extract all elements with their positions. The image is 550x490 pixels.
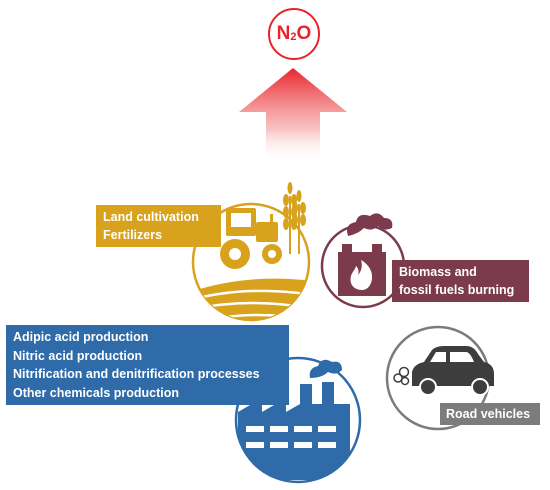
arrow-up-icon (239, 68, 347, 162)
land-line: Fertilizers (103, 228, 163, 242)
n2o-main: N (276, 23, 291, 44)
land-line: Land cultivation (103, 210, 199, 224)
industry-line: Nitric acid production (13, 348, 143, 363)
biomass-circle (320, 213, 406, 309)
road-line: Road vehicles (446, 407, 531, 421)
industry-line: Nitrification and denitrification proces… (13, 367, 260, 381)
factory-icon (238, 359, 350, 480)
biomass-label: Biomass and fossil fuels burning (392, 260, 529, 302)
car-icon (393, 346, 494, 396)
land-label: Land cultivation Fertilizers (96, 205, 221, 247)
industry-label: Adipic acid production Nitric acid produ… (6, 325, 289, 405)
road-label: Road vehicles (440, 403, 540, 425)
biomass-line: fossil fuels burning (399, 283, 515, 297)
fire-icon (350, 260, 373, 290)
n2o-tail: O (296, 23, 312, 44)
tractor-icon (220, 208, 282, 269)
factory-smoke-icon (338, 213, 393, 296)
industry-line: Other chemicals production (13, 385, 180, 400)
industry-line: Adipic acid production (13, 330, 149, 344)
biomass-line: Biomass and (399, 265, 477, 279)
wheat-icon (283, 182, 306, 254)
n2o-subscript: 2 (290, 31, 297, 43)
